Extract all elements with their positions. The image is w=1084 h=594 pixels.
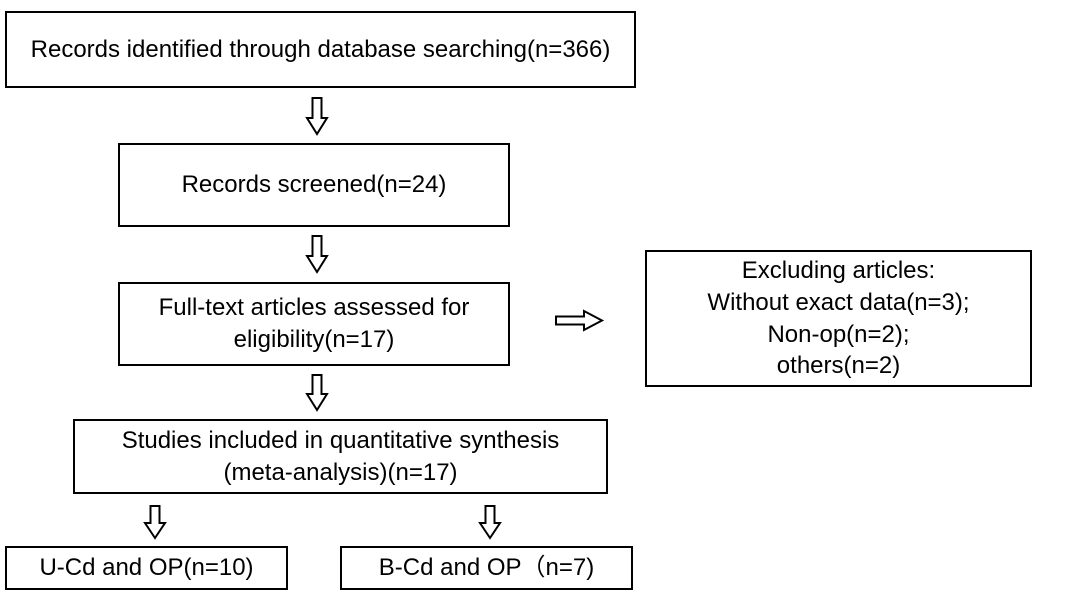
excluded-reason-3: others(n=2) [776,352,901,380]
identified-box: Records identified through database sear… [5,11,636,88]
down-arrow-icon-1 [305,97,329,136]
down-arrow-icon-3 [305,374,329,412]
right-arrow-icon [555,309,605,332]
outcome-box-ucd: U-Cd and OP(n=10) [5,546,288,590]
fulltext-box: Full-text articles assessed for eligibil… [118,282,510,366]
excluded-reason-1: Without exact data(n=3); [707,288,970,316]
screened-text: Records screened(n=24) [181,171,447,199]
down-arrow-icon-5 [478,505,502,540]
excluded-reason-2: Non-op(n=2); [767,320,910,348]
identified-text: Records identified through database sear… [30,35,611,63]
down-arrow-icon-2 [305,235,329,274]
excluded-heading: Excluding articles: [741,256,936,284]
outcome-box-bcd: B-Cd and OP（n=7) [340,546,633,590]
included-line-2: (meta-analysis)(n=17) [223,458,458,486]
down-arrow-icon-4 [143,505,167,540]
screened-box: Records screened(n=24) [118,143,510,227]
outcome-bcd-text: B-Cd and OP（n=7) [378,554,595,582]
outcome-ucd-text: U-Cd and OP(n=10) [39,554,254,582]
included-box: Studies included in quantitative synthes… [73,419,608,494]
excluded-box: Excluding articles: Without exact data(n… [645,250,1032,387]
included-line-1: Studies included in quantitative synthes… [121,426,560,454]
fulltext-line-2: eligibility(n=17) [233,326,395,353]
fulltext-line-1: Full-text articles assessed for [158,294,470,322]
